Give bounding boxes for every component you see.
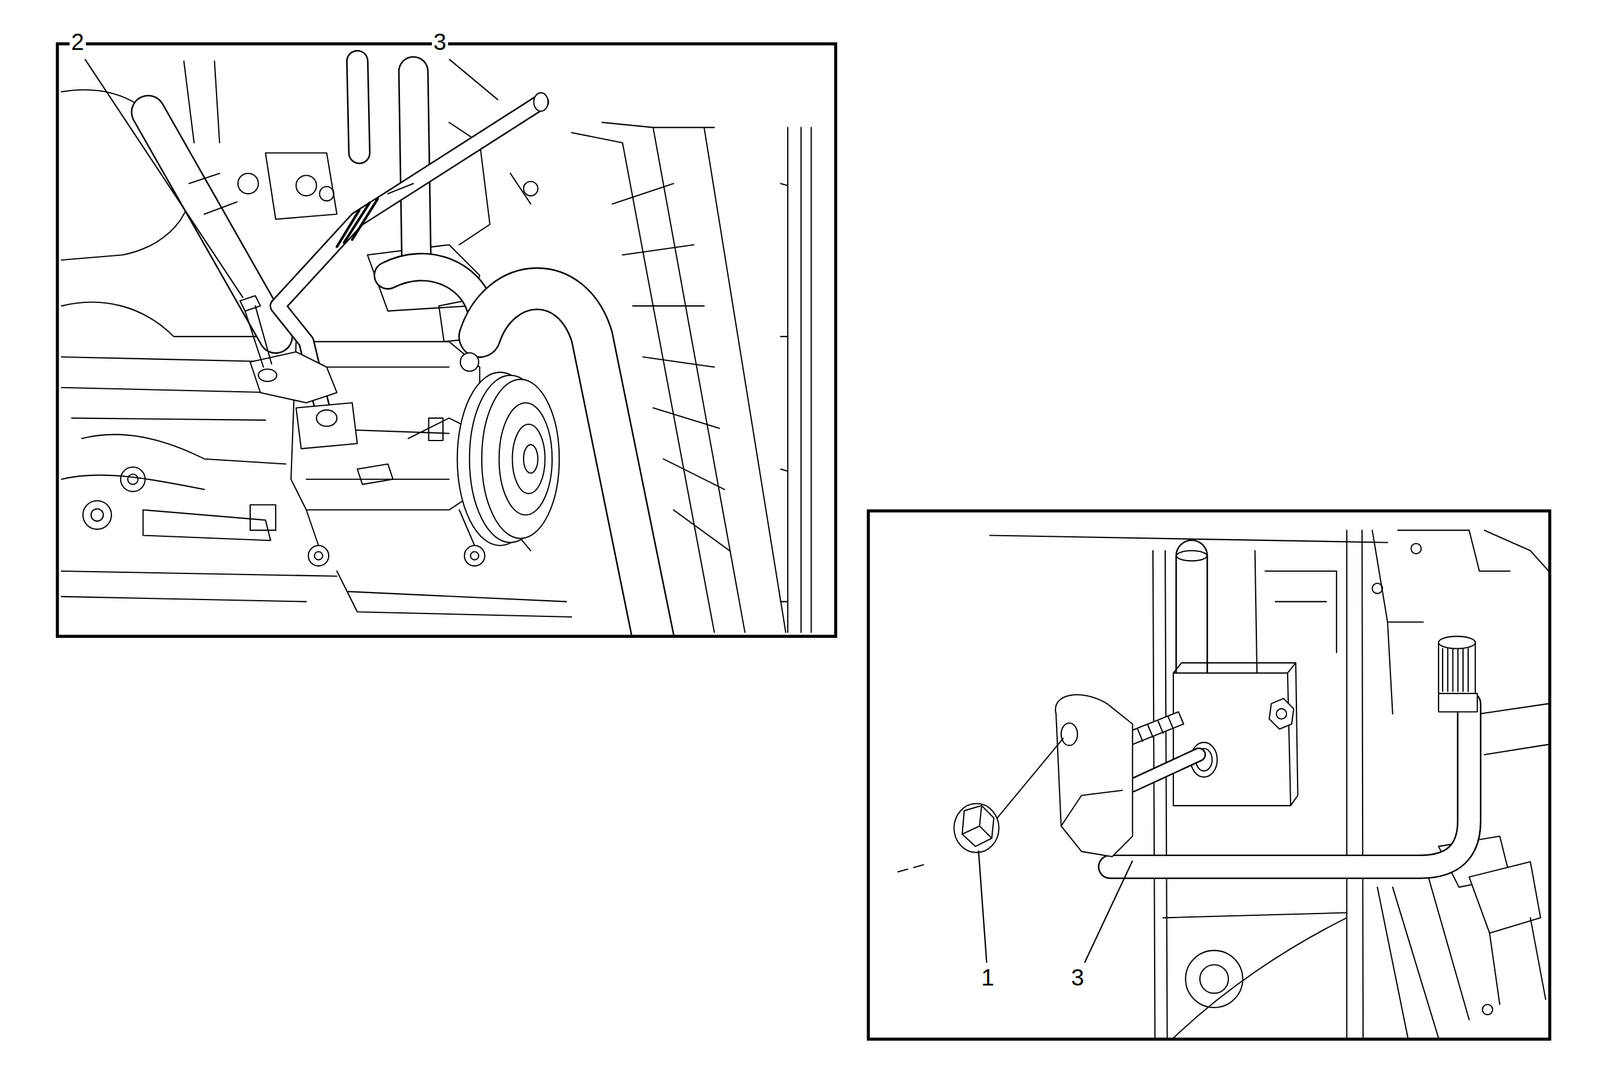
callout-number: 3	[1069, 965, 1086, 990]
view-frame	[868, 510, 1551, 1040]
callout-number: 2	[69, 29, 86, 54]
leader-line	[84, 59, 243, 298]
callout-number: 1	[979, 965, 996, 990]
leader-line	[449, 59, 499, 100]
engine-bay-view	[61, 60, 812, 636]
leader-line	[1084, 860, 1133, 964]
condenser-view	[898, 530, 1549, 1039]
leader-lines	[84, 59, 1133, 964]
callout-number: 3	[431, 29, 448, 54]
view-frame	[57, 44, 836, 637]
leader-line	[978, 850, 987, 963]
